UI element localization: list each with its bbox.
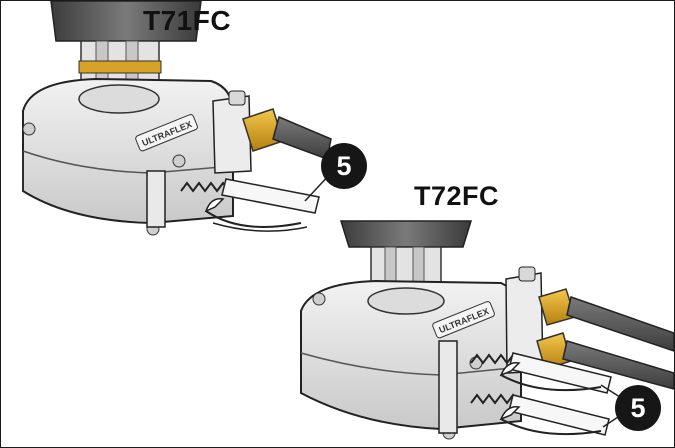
step-badge-t72fc: 5 bbox=[615, 385, 661, 431]
model-title-t71fc: T71FC bbox=[143, 5, 232, 36]
cable bbox=[566, 296, 674, 352]
cable-sleeve bbox=[508, 394, 610, 436]
helm-t72fc: ULTRAFLEX bbox=[300, 220, 674, 440]
step-badge-t71fc: 5 bbox=[321, 143, 367, 189]
model-title-t72fc: T72FC bbox=[414, 181, 500, 211]
cable bbox=[562, 340, 674, 390]
helm-t71fc: ULTRAFLEX bbox=[22, 1, 332, 236]
column-top bbox=[339, 220, 473, 248]
cable-sleeve bbox=[221, 178, 320, 214]
cable bbox=[272, 115, 332, 161]
column-top bbox=[50, 1, 202, 42]
